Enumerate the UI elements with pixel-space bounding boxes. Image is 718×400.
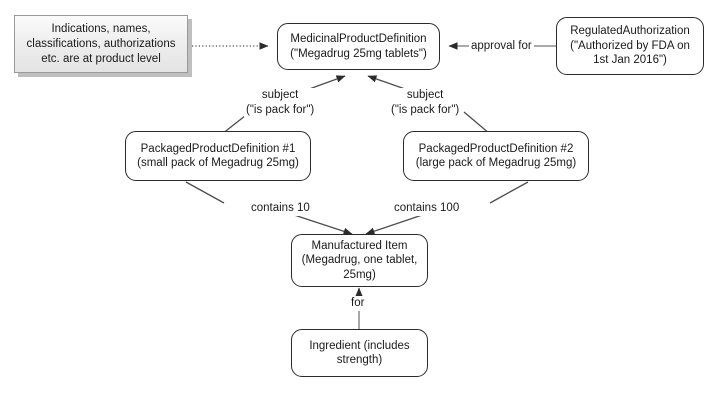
packaged-product-definition-2-line-2: (large pack of Megadrug 25mg) [415,157,577,169]
ingredient-line-1: Ingredient (includes [309,339,410,352]
manufactured-item-line-3: 25mg) [343,268,376,281]
edge-label-pack1-subject-line-1: subject [261,89,299,101]
note-line-3: etc. are at product level [41,52,161,65]
packaged-product-definition-2-line-1: PackagedProductDefinition #2 [418,142,574,155]
note-line-2: classifications, authorizations [26,37,176,50]
regulated-authorization-line-1: RegulatedAuthorization [570,25,690,38]
node-regulated-authorization[interactable]: RegulatedAuthorization ("Authorized by F… [556,17,704,75]
node-packaged-product-definition-1[interactable]: PackagedProductDefinition #1 (small pack… [125,131,311,181]
edge-label-contains-10: contains 10 [249,201,312,216]
note-product-level: Indications, names, classifications, aut… [14,15,188,73]
edge-label-approval-for: approval for [469,39,534,54]
node-medicinal-product-definition[interactable]: MedicinalProductDefinition ("Megadrug 25… [277,23,440,70]
edge-label-pack2-subject: subject ("is pack for") [389,88,462,117]
node-packaged-product-definition-2[interactable]: PackagedProductDefinition #2 (large pack… [403,131,589,181]
edge-label-pack1-subject-line-2: ("is pack for") [246,103,315,116]
regulated-authorization-line-2: ("Authorized by FDA on [570,39,690,52]
packaged-product-definition-1-line-1: PackagedProductDefinition #1 [140,142,296,155]
packaged-product-definition-1-line-2: (small pack of Megadrug 25mg) [137,157,299,169]
ingredient-line-2: strength) [336,354,383,366]
manufactured-item-line-2: (Megadrug, one tablet, [301,254,418,267]
regulated-authorization-line-3: 1st Jan 2016") [593,54,667,67]
note-line-1: Indications, names, [51,22,151,35]
edge-label-for: for [349,296,367,311]
node-ingredient[interactable]: Ingredient (includes strength) [291,329,428,377]
edge-label-pack1-subject: subject ("is pack for") [244,88,317,117]
manufactured-item-line-1: Manufactured Item [311,239,408,252]
edge-label-contains-100: contains 100 [392,201,462,216]
edge-label-pack2-subject-line-2: ("is pack for") [391,103,460,116]
edge-label-pack2-subject-line-1: subject [406,89,444,101]
medicinal-product-definition-line-2: ("Megadrug 25mg tablets") [290,47,427,60]
node-manufactured-item[interactable]: Manufactured Item (Megadrug, one tablet,… [291,234,428,287]
medicinal-product-definition-line-1: MedicinalProductDefinition [290,33,427,45]
